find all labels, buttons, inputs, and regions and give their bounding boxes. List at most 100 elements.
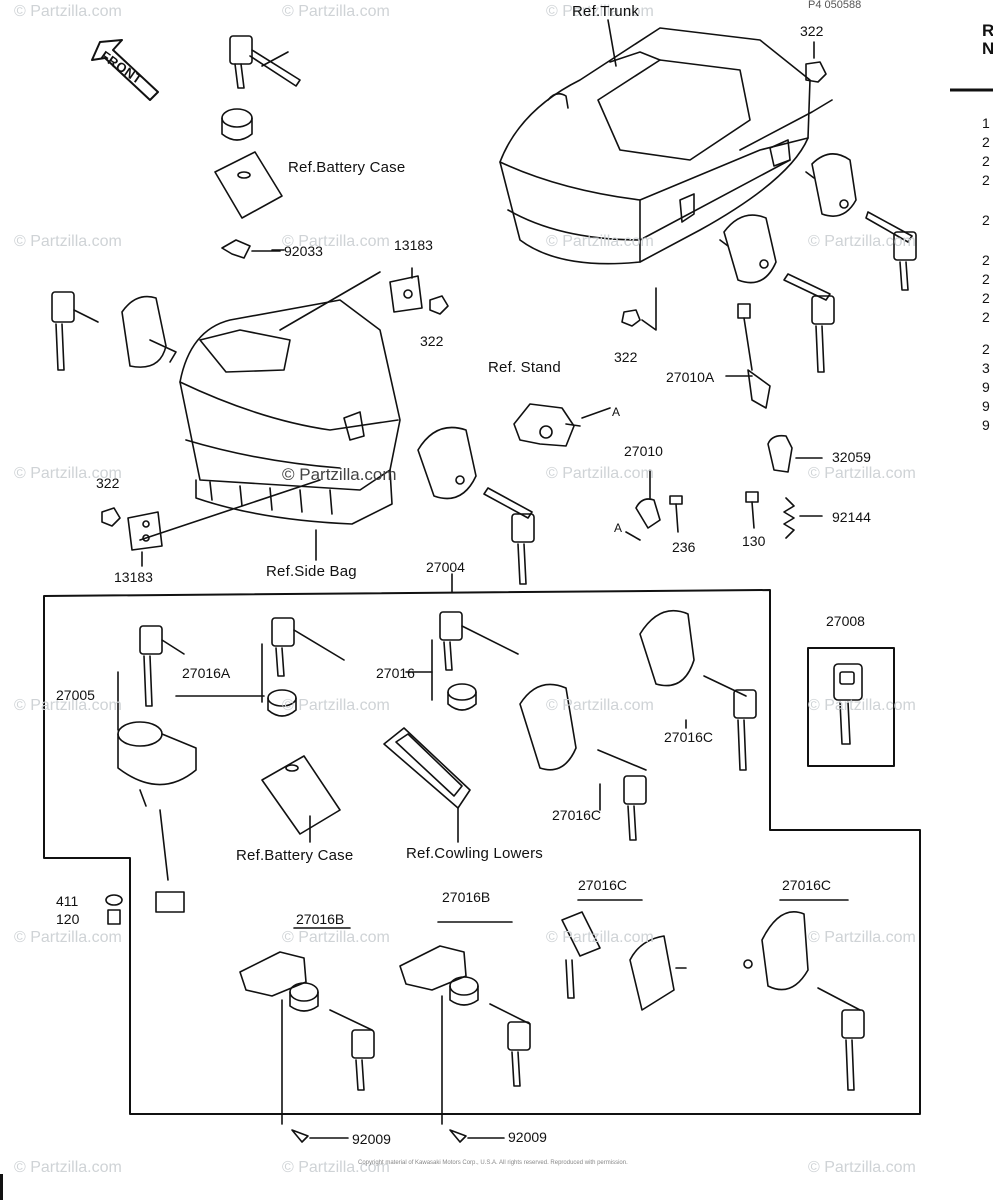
part-number-label: 13183: [114, 569, 153, 585]
watermark: © Partzilla.com: [14, 233, 122, 250]
watermark: © Partzilla.com: [282, 697, 390, 714]
part-number-label: 27016B: [442, 889, 491, 905]
key-blank-box-27008: [807, 647, 895, 767]
part-number-label: 92009: [352, 1131, 391, 1147]
part-number-label: 236: [672, 539, 696, 555]
part-number-label: 92009: [508, 1129, 547, 1145]
key-27016A-icon: [261, 617, 345, 717]
side-row: 2: [982, 252, 990, 268]
part-number-label: 27016C: [578, 877, 628, 893]
part-number-label: 322: [420, 333, 444, 349]
side-row: 2: [982, 341, 990, 357]
part-number-label: 92144: [832, 509, 871, 525]
side-row: 9: [982, 398, 990, 414]
side-bag-icon: [179, 299, 401, 525]
part-number-label: 27010: [624, 443, 663, 459]
bolt-236-icon: [669, 495, 683, 533]
part-number-label: 27016C: [782, 877, 832, 893]
part-number-label: 322: [614, 349, 638, 365]
ref-battery-case-label: Ref.Battery Case: [288, 159, 406, 176]
key-27016-icon: [431, 611, 519, 711]
part-number-label: 27016B: [296, 911, 345, 927]
part-number-label: 27016: [376, 665, 415, 681]
seat-lock-left-icon: [121, 295, 177, 368]
front-arrow-icon: [91, 39, 159, 101]
left-margin-bar: [0, 1174, 3, 1200]
screw-120-icon: [107, 909, 121, 925]
lock-27016C-lower-right-icon: [743, 911, 865, 1091]
part-number-label: 130: [742, 533, 766, 549]
nut-322-bag-icon: [429, 295, 449, 315]
watermark: © Partzilla.com: [808, 233, 916, 250]
screw-92009-left-icon: [291, 1129, 349, 1143]
part-number-label: 322: [96, 475, 120, 491]
lock-27010-icon: [635, 469, 661, 529]
part-number-label: 13183: [394, 237, 433, 253]
lock-27016C-lower-mid-icon: [561, 911, 687, 1011]
watermark: © Partzilla.com: [14, 697, 122, 714]
lock-27016C-upper-icon: [639, 609, 757, 771]
side-bag-lock-icon: [417, 426, 477, 500]
ignition-switch-27005-icon: [117, 671, 197, 913]
figure-ref-code: P4 050588: [808, 0, 862, 11]
part-number-label: 27010A: [666, 369, 715, 385]
part-number-label: 27008: [826, 613, 865, 629]
ignition-key-27005-icon: [139, 625, 185, 707]
part-number-label: 27016C: [664, 729, 714, 745]
watermark: © Partzilla.com: [546, 233, 654, 250]
lock-set-box-27004: [43, 589, 921, 1115]
watermark: © Partzilla.com: [282, 3, 390, 20]
trunk-lock-right-icon: [805, 153, 857, 217]
watermark: © Partzilla.com: [546, 929, 654, 946]
watermark: © Partzilla.com: [808, 697, 916, 714]
part-number-label: 120: [56, 911, 80, 927]
side-bag-key-icon: [483, 487, 535, 585]
watermark: © Partzilla.com: [546, 3, 654, 20]
nut-322-trunk-icon: [805, 61, 827, 83]
bolt-130-icon: [745, 491, 759, 529]
part-number-label: 92033: [284, 243, 323, 259]
battery-case-box-icon: [261, 755, 341, 843]
watermark: © Partzilla.com: [14, 1159, 122, 1176]
seat-key-left-icon: [51, 291, 99, 371]
part-number-label: 411: [56, 893, 79, 909]
battery-case-plate-icon: [214, 151, 283, 219]
watermark: © Partzilla.com: [546, 697, 654, 714]
side-row: 2: [982, 153, 990, 169]
trunk-icon: [499, 27, 811, 265]
part-number-label: 322: [800, 23, 824, 39]
watermark: © Partzilla.com: [14, 465, 122, 482]
stand-bracket-icon: [513, 403, 611, 447]
watermark: © Partzilla.com: [282, 1159, 390, 1176]
lock-27016B-left-icon: [239, 951, 375, 1125]
marker-a-label: A: [612, 405, 621, 419]
side-row: 2: [982, 212, 990, 228]
lock-27016C-mid-icon: [519, 683, 647, 841]
watermark: © Partzilla.com: [808, 1159, 916, 1176]
part-number-label: 32059: [832, 449, 871, 465]
side-column-list: 1 2 2 2 2 2 2 2 2 2 3 9 9 9: [982, 116, 993, 437]
side-row: 2: [982, 271, 990, 287]
side-row: 9: [982, 417, 990, 433]
watermark: © Partzilla.com: [282, 233, 390, 250]
side-row: 9: [982, 379, 990, 395]
watermark: © Partzilla.com: [282, 929, 390, 946]
clip-92033-icon: [221, 239, 281, 259]
part-number-label: 27005: [56, 687, 95, 703]
ref-battery-case-box-label: Ref.Battery Case: [236, 847, 354, 864]
washer-411-icon: [105, 894, 123, 906]
side-row: 2: [982, 290, 990, 306]
key-top-icon: [229, 35, 301, 89]
watermark: © Partzilla.com: [808, 929, 916, 946]
watermark: © Partzilla.com: [14, 929, 122, 946]
side-row: 2: [982, 134, 990, 150]
spring-92144-icon: [783, 497, 823, 539]
side-row: 2: [982, 309, 990, 325]
trunk-lock-left-icon: [719, 214, 777, 284]
watermark-center: © Partzilla.com: [282, 465, 397, 484]
watermark: © Partzilla.com: [808, 465, 916, 482]
key-blank-27008-icon: [833, 663, 863, 745]
copyright-text: Copyright material of Kawasaki Motors Co…: [358, 1160, 628, 1166]
trunk-key-left-icon: [783, 273, 835, 373]
